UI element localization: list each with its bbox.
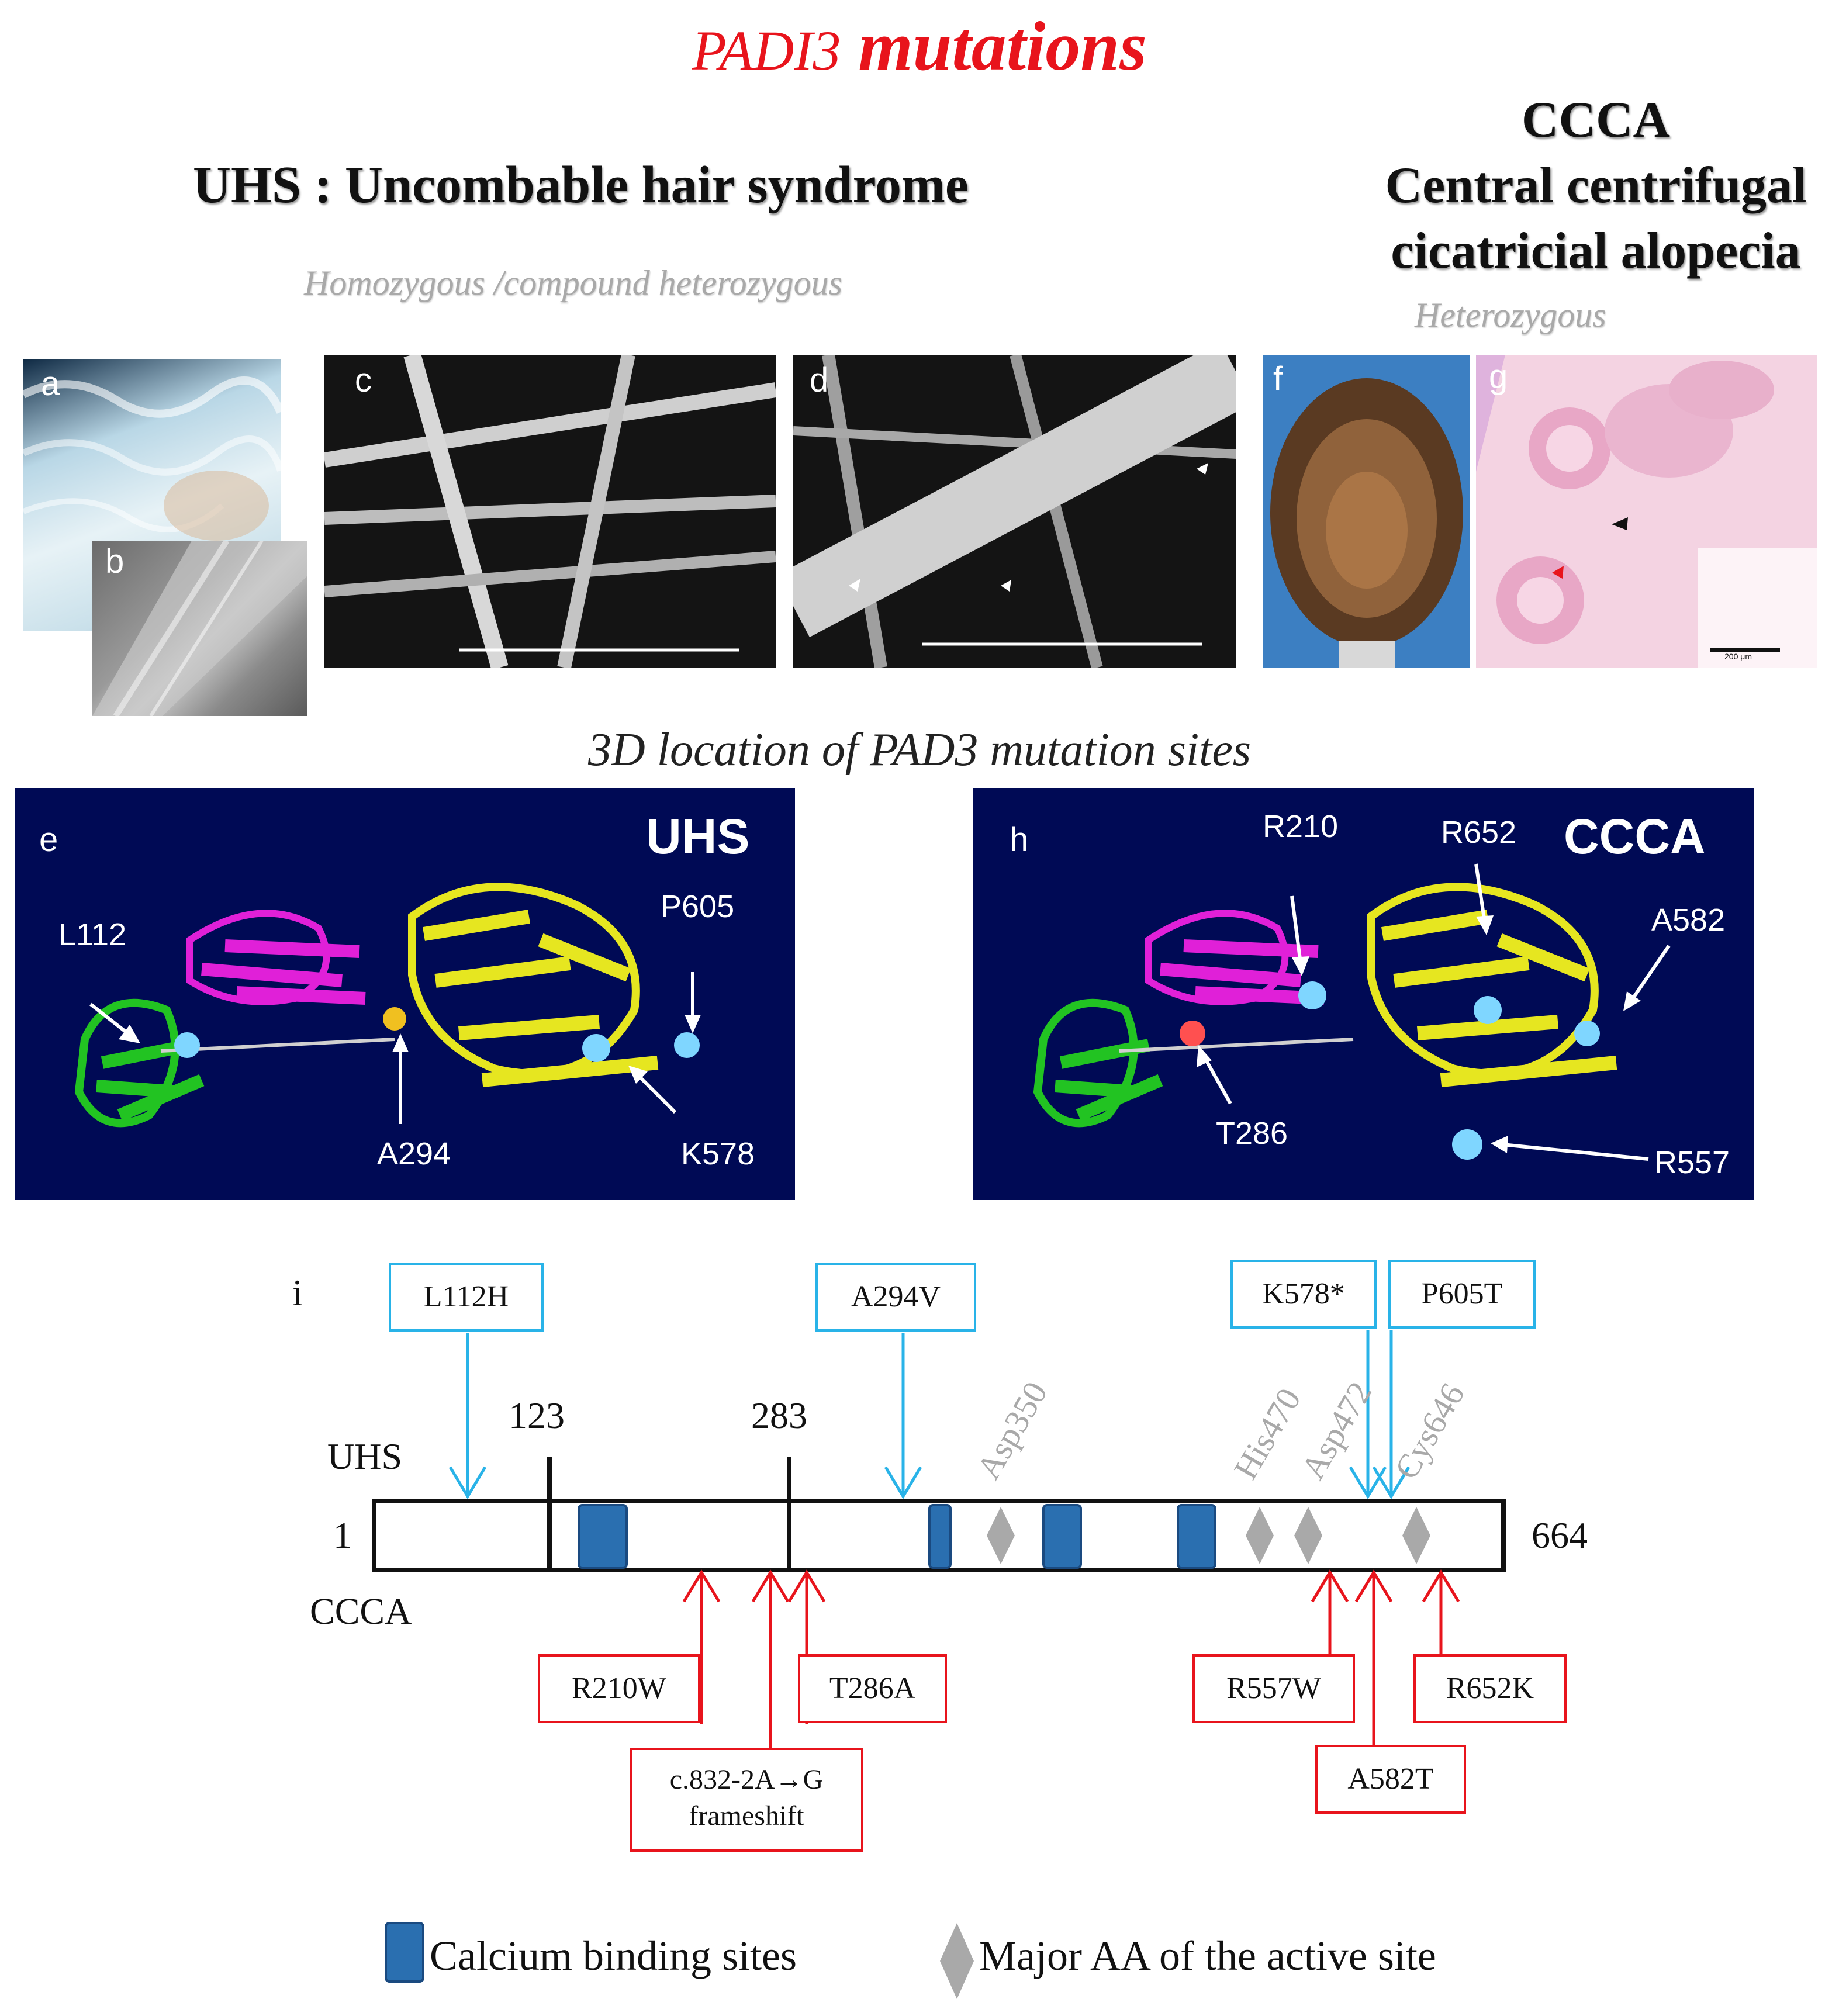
panel-b-label: b [105,542,125,580]
panel-f-label: f [1273,360,1283,398]
panel-d-label: d [810,361,829,399]
ccca-mutation-r210w: R210W [538,1654,700,1723]
uhs-mutation-p605t: P605T [1388,1260,1536,1329]
uhs-header: UHS : Uncombable hair syndrome [193,155,969,215]
ccca-mutation-a582t: A582T [1315,1745,1466,1814]
figure-title: PADI3 mutations [0,6,1839,87]
panel-i-label: i [292,1272,303,1313]
ccca-mutation-t286a: T286A [798,1654,947,1723]
panel-f-photo: f [1263,355,1470,668]
ccca-inheritance: Heterozygous [1415,296,1606,334]
site-label-p605: P605 [661,889,735,924]
legend-calcium-symbol [385,1922,424,1983]
calcium-site-1 [578,1504,628,1569]
protein-structure-uhs [74,883,701,1128]
boundary-283: 283 [751,1395,807,1436]
scalp-image [1270,378,1463,668]
active-site-asp472 [1294,1507,1322,1564]
panel-h-label: h [1010,821,1029,859]
legend-active-label: Major AA of the active site [979,1932,1436,1979]
boundary-123: 123 [509,1395,565,1436]
protein-structure-ccca [1033,863,1671,1161]
uhs-full: Uncombable hair syndrome [345,156,969,214]
panel-d-sem: d [793,355,1236,668]
sem-hairs-c [324,355,776,668]
panel-c-label: c [355,361,372,399]
ccca-mutation-r557w: R557W [1192,1654,1355,1723]
active-site-asp350 [987,1507,1015,1564]
site-label-r210: R210 [1263,809,1339,844]
site-label-t286: T286 [1216,1116,1288,1151]
ccca-abbr: CCCA [1521,92,1671,148]
position-end: 664 [1532,1514,1588,1556]
site-label-r652: R652 [1441,815,1517,850]
site-label-l112: L112 [58,917,127,952]
site-label-r557: R557 [1654,1145,1730,1180]
panel-h-structure: h CCCA R210 R652 A582 T286 R557 [973,788,1754,1200]
splice-line2: frameshift [689,1800,804,1831]
active-site-cys646 [1402,1507,1430,1564]
hair-texture [23,376,281,541]
uhs-abbr: UHS [193,156,302,214]
ccca-mutation-splice: c.832-2A→G frameshift [630,1748,863,1852]
active-site-his470 [1246,1507,1274,1564]
panel-g-histology: g 200 μm [1476,355,1817,668]
position-start: 1 [333,1514,352,1556]
legend-active-symbol [940,1923,974,1999]
site-label-a294: A294 [377,1136,451,1171]
uhs-mutation-a294v: A294V [815,1263,976,1332]
uhs-mutation-l112h: L112H [389,1263,544,1332]
row-label-ccca: CCCA [310,1590,412,1632]
title-rest: mutations [858,7,1147,85]
panel-b-sem: b [92,541,307,716]
structure-uhs-title: UHS [646,809,750,864]
panel-g-scalebar-label: 200 μm [1724,652,1752,661]
panel-g-label: g [1489,358,1508,396]
uhs-inheritance: Homozygous /compound heterozygous [304,264,843,302]
splice-line1: c.832-2A→G [669,1764,824,1795]
section-title: 3D location of PAD3 mutation sites [587,724,1252,776]
sem-hairs-d [793,355,1236,668]
panel-a-label: a [41,365,60,403]
ccca-arrows [682,1569,1460,1765]
ccca-header: CCCA Central centrifugal cicatricial alo… [1333,88,1839,284]
panel-e-label: e [39,821,58,859]
site-label-a582: A582 [1651,902,1726,938]
panel-e-structure: e UHS L112 A294 P605 K578 [15,788,795,1200]
ccca-line1: Central centrifugal [1385,157,1807,214]
histology-image [1476,355,1817,668]
sem-hair-shaft [92,541,307,716]
site-label-k578: K578 [681,1136,755,1171]
row-label-uhs: UHS [327,1436,403,1477]
panel-c-sem: c [324,355,776,668]
calcium-site-3 [1042,1504,1082,1569]
calcium-site-2 [928,1504,952,1569]
uhs-mutation-k578: K578* [1230,1260,1377,1329]
ccca-mutation-r652k: R652K [1413,1654,1567,1723]
ccca-line2: cicatricial alopecia [1391,223,1801,279]
legend-calcium-label: Calcium binding sites [430,1932,797,1979]
calcium-site-4 [1177,1504,1216,1569]
uhs-sep: : [314,156,332,214]
gene-name: PADI3 [692,19,841,82]
uhs-arrows [448,1330,1411,1499]
structure-ccca-title: CCCA [1564,809,1706,864]
